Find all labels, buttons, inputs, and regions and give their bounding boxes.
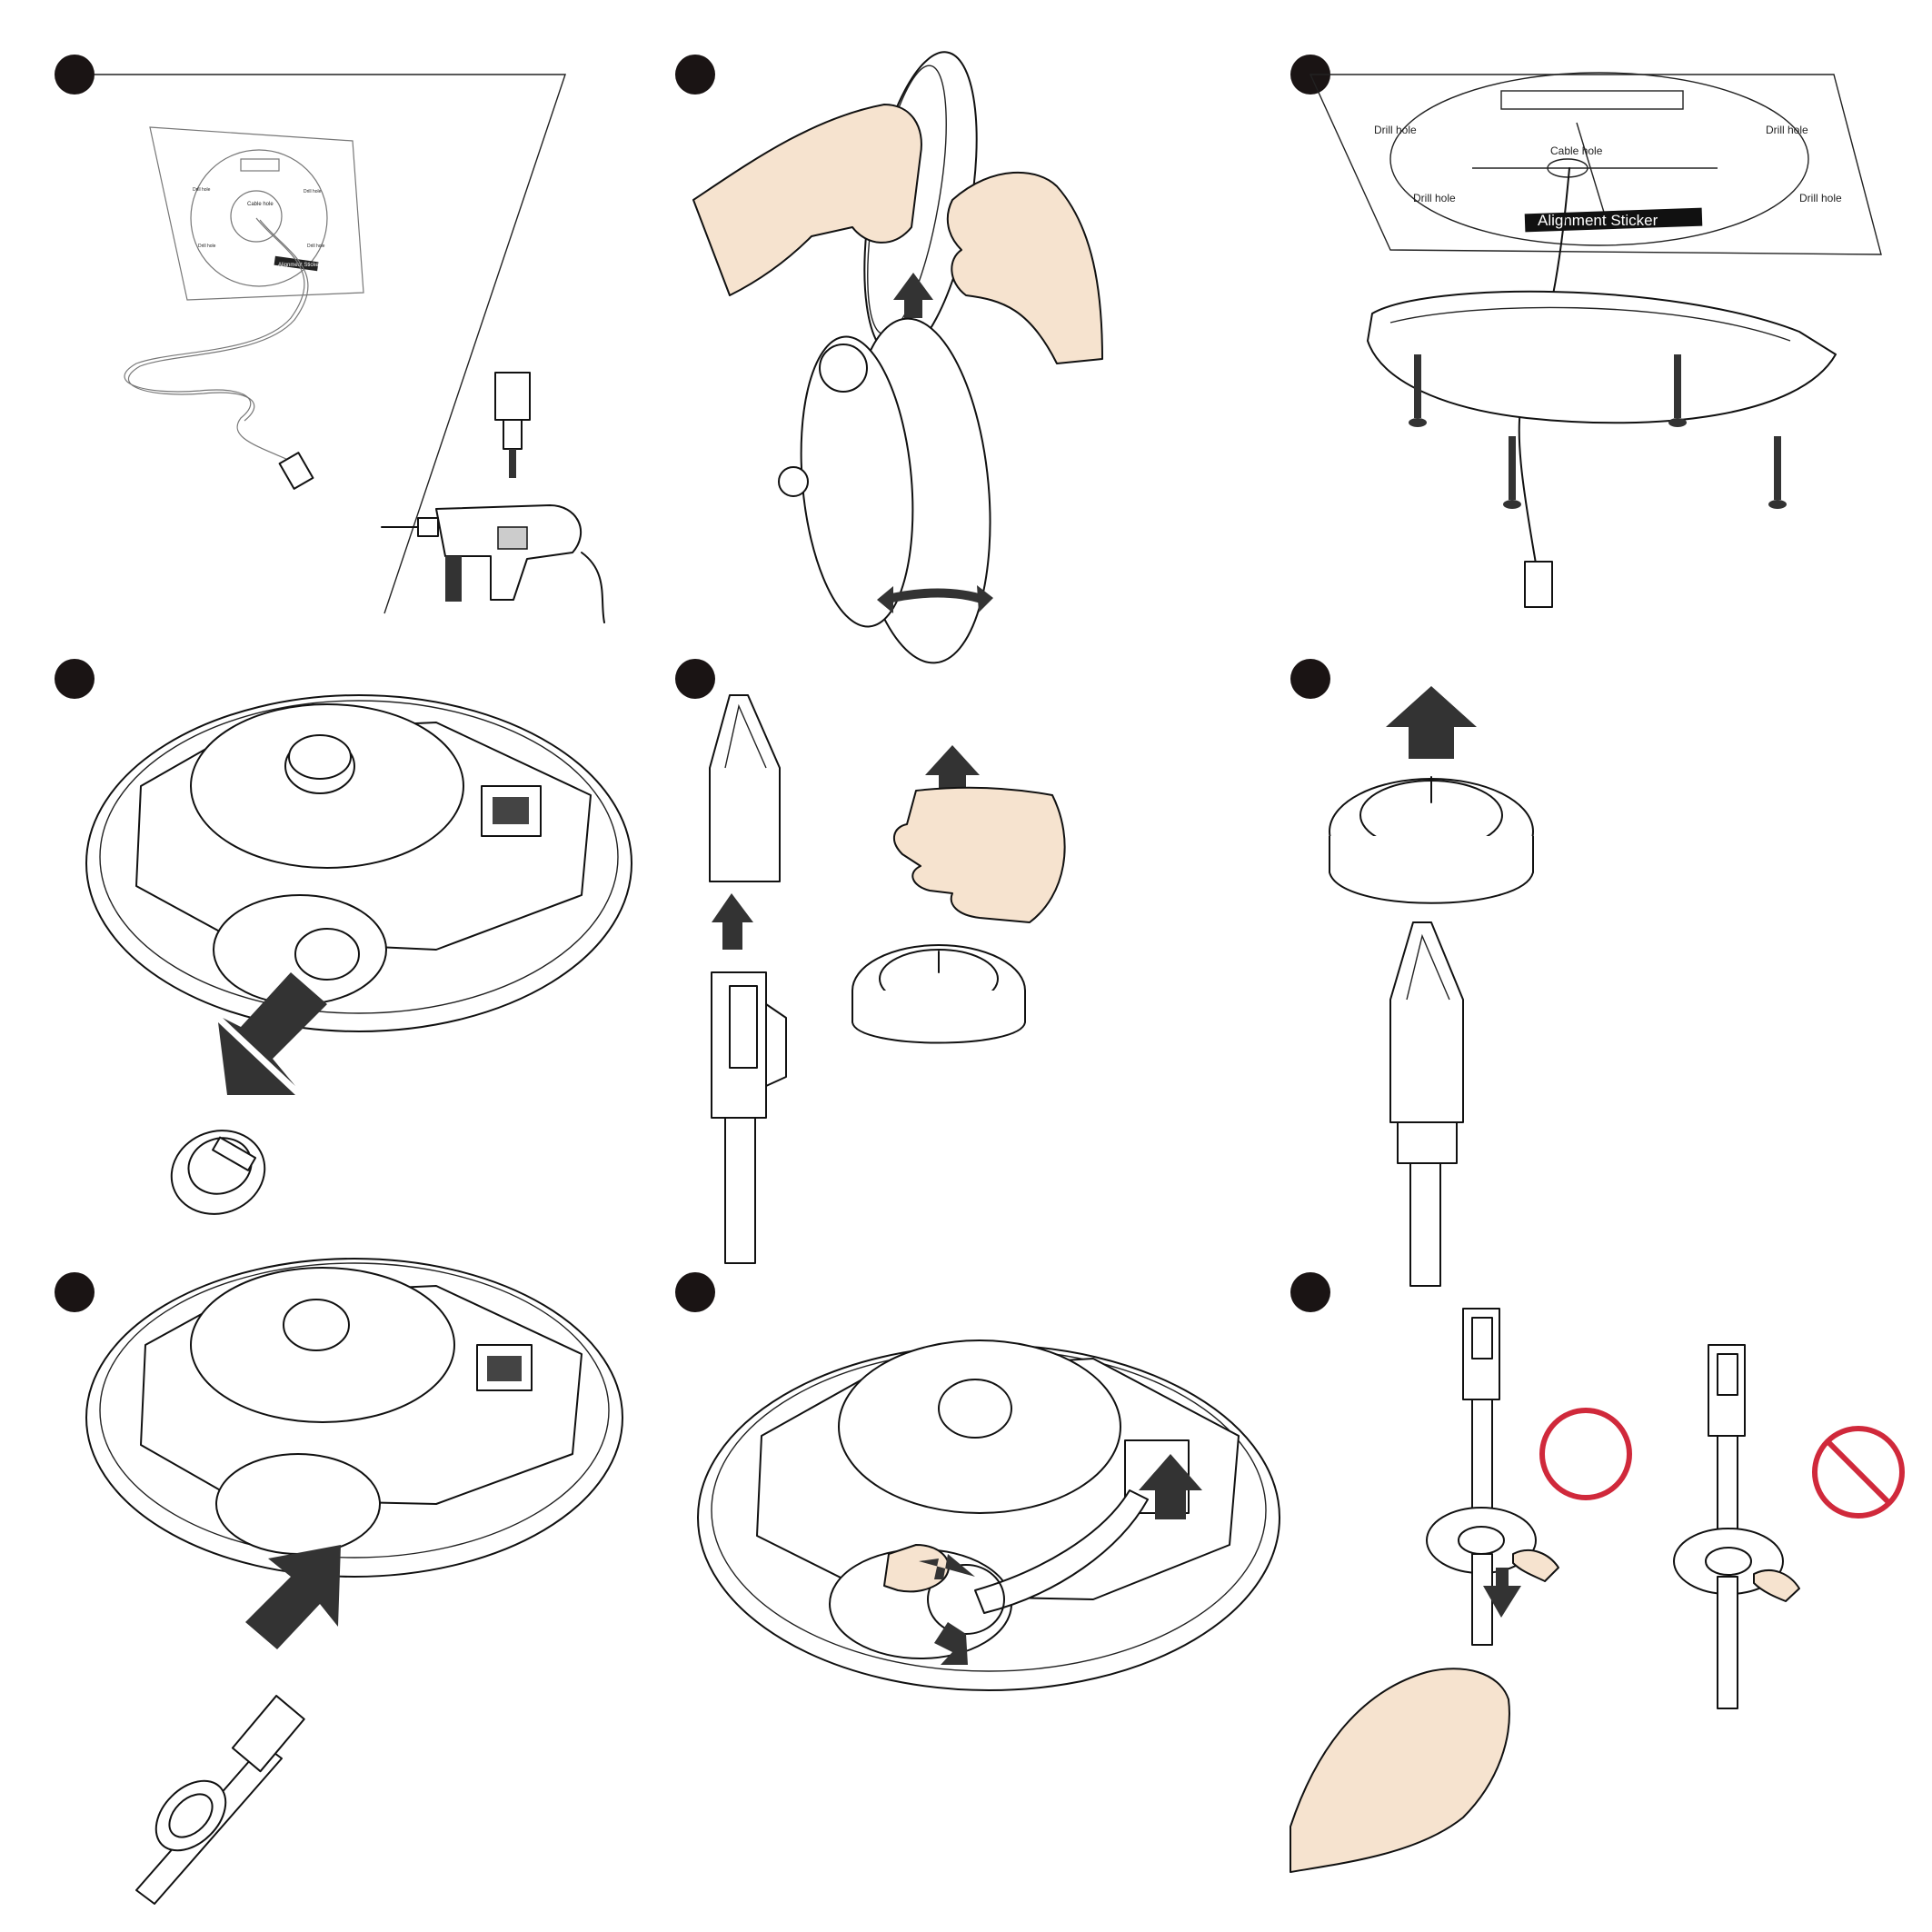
svg-text:Drill hole: Drill hole: [307, 244, 325, 249]
svg-text:Drill hole: Drill hole: [1374, 124, 1417, 136]
screw-icon: [1768, 436, 1787, 509]
up-arrow-icon: [1386, 686, 1477, 759]
step-5-panel: [675, 659, 1302, 1286]
svg-text:Cable hole: Cable hole: [247, 202, 274, 207]
svg-text:Drill hole: Drill hole: [1766, 124, 1808, 136]
step-7-panel: [55, 1272, 682, 1899]
step-9-panel: [1290, 1272, 1917, 1899]
svg-text:Drill hole: Drill hole: [1413, 192, 1456, 204]
step-1-illustration: Cable hole Drill hole Drill hole Drill h…: [55, 55, 682, 682]
step-3-illustration: Drill hole Drill hole Drill hole Drill h…: [1290, 55, 1917, 682]
step-3-panel: Drill hole Drill hole Drill hole Drill h…: [1290, 55, 1917, 682]
screw-icon: [1503, 436, 1521, 509]
svg-text:Cable hole: Cable hole: [1550, 144, 1603, 157]
step-7-illustration: [55, 1272, 682, 1899]
step-9-illustration: [1290, 1272, 1917, 1899]
step-8-illustration: [675, 1272, 1302, 1899]
svg-text:Drill hole: Drill hole: [304, 189, 322, 194]
step-2-illustration: [675, 55, 1302, 682]
step-1-panel: Cable hole Drill hole Drill hole Drill h…: [55, 55, 682, 682]
step-5-illustration: [675, 659, 1302, 1286]
svg-text:Drill hole: Drill hole: [1799, 192, 1842, 204]
prohibited-icon: [1815, 1429, 1902, 1516]
step-4-panel: [55, 659, 682, 1286]
step-4-illustration: [55, 659, 682, 1286]
correct-circle-icon: [1542, 1410, 1629, 1498]
step-8-panel: [675, 1272, 1302, 1899]
svg-text:Drill hole: Drill hole: [193, 187, 211, 193]
step-2-panel: [675, 55, 1302, 682]
step-6-illustration: [1290, 659, 1917, 1286]
svg-text:Alignment Sticker: Alignment Sticker: [1538, 212, 1658, 229]
svg-text:Drill hole: Drill hole: [198, 244, 216, 249]
step-6-panel: [1290, 659, 1917, 1286]
up-arrow-icon: [712, 893, 753, 950]
